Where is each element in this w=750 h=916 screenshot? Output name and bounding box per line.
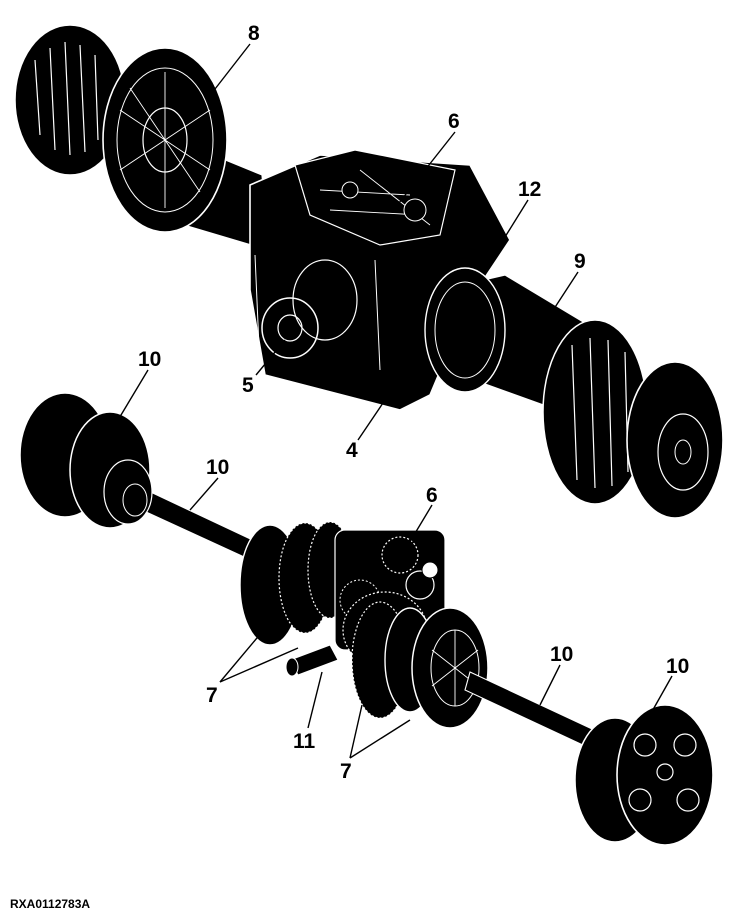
callout-6-bottom: 6 bbox=[426, 484, 438, 507]
callout-11: 11 bbox=[293, 730, 316, 753]
callout-8: 8 bbox=[248, 22, 260, 45]
leader-10-shaft-left bbox=[189, 477, 219, 511]
leader-10-hub bbox=[117, 369, 149, 421]
leader-6-bottom bbox=[407, 504, 433, 546]
callout-4: 4 bbox=[346, 439, 358, 462]
callout-5: 5 bbox=[242, 374, 254, 397]
leader-6-top bbox=[394, 131, 456, 209]
right-planetary-hub bbox=[574, 704, 714, 846]
right-gear-pack bbox=[351, 601, 489, 729]
callout-7-right: 7 bbox=[340, 760, 352, 783]
left-hub-assembly bbox=[19, 392, 153, 529]
leader-7-right-b bbox=[349, 719, 411, 759]
leader-11 bbox=[307, 671, 323, 729]
callout-10-shaft-right: 10 bbox=[550, 643, 573, 666]
leader-4 bbox=[357, 399, 386, 441]
callout-10-hub: 10 bbox=[138, 348, 161, 371]
leader-7-right-a bbox=[349, 704, 363, 759]
leader-10-shaft-right bbox=[539, 664, 561, 706]
leader-7-left-a bbox=[219, 631, 263, 683]
leader-5 bbox=[255, 339, 286, 376]
exploded-drive-components bbox=[19, 392, 714, 846]
callout-12: 12 bbox=[518, 178, 541, 201]
callout-labels: 8 6 12 9 5 4 10 10 6 7 11 7 10 10 bbox=[138, 22, 689, 783]
callout-9: 9 bbox=[574, 250, 586, 273]
rear-axle-assembly bbox=[14, 24, 724, 519]
image-code: RXA0112783A bbox=[10, 897, 90, 911]
callout-6-top: 6 bbox=[448, 110, 460, 133]
left-hub-drum bbox=[14, 24, 228, 233]
leader-7-left-b bbox=[219, 647, 299, 683]
pinion-shaft bbox=[285, 644, 339, 677]
leader-lines bbox=[117, 43, 673, 759]
callout-10-hub-right: 10 bbox=[666, 655, 689, 678]
callout-7-left: 7 bbox=[206, 684, 218, 707]
leader-9 bbox=[547, 271, 579, 319]
leader-8 bbox=[207, 43, 251, 99]
callout-10-shaft-left: 10 bbox=[206, 456, 229, 479]
leader-10-hub-right bbox=[649, 675, 673, 716]
right-hub-drum bbox=[542, 319, 724, 519]
leader-12 bbox=[499, 199, 529, 246]
